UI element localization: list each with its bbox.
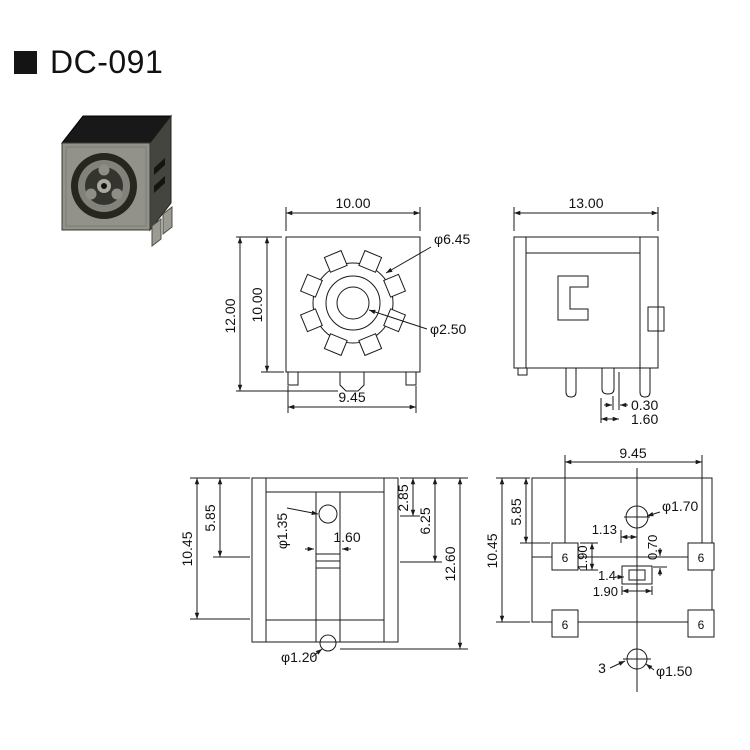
dim-text-front-height-total: 12.00 — [222, 298, 238, 333]
title-bullet-square — [14, 51, 37, 74]
view-footprint: 6 6 6 6 9.45 5.85 — [484, 445, 715, 692]
dim-text-footprint-c: 0.70 — [645, 535, 660, 560]
dim-text-footprint-pad-span: 9.45 — [619, 445, 646, 461]
dim-section-height-total: 12.60 — [340, 478, 468, 650]
connector-photo — [60, 114, 173, 248]
dim-section-offset-b: 6.25 — [400, 478, 442, 563]
label-footprint-pin-number: 3 — [598, 660, 626, 676]
hole-top — [318, 504, 338, 524]
page-title: DC-091 — [50, 44, 164, 80]
dim-text-section-offset-b: 6.25 — [417, 507, 433, 534]
dim-footprint-height: 10.45 — [484, 478, 530, 623]
dim-front-width-bottom: 9.45 — [287, 386, 417, 413]
dim-text-section-dia-hole-bottom: φ1.20 — [281, 649, 318, 665]
solder-pin — [151, 217, 162, 248]
dim-front-height-total: 12.00 — [222, 236, 338, 392]
dim-text-front-height-body: 10.00 — [249, 287, 265, 322]
pad-number-text: 6 — [562, 618, 569, 632]
dim-text-footprint-dia-hole-bottom: φ1.50 — [656, 663, 693, 679]
dim-section-height-mid: 10.45 — [179, 478, 250, 620]
dim-footprint-b: 1.4 — [598, 568, 624, 583]
dim-text-section-slot-width: 1.60 — [333, 529, 360, 545]
mounting-pad: 6 — [551, 542, 579, 571]
dim-footprint-pad-height: 1.90 — [575, 542, 598, 571]
dim-front-height-body: 10.00 — [249, 237, 284, 373]
dim-text-side-depth-top: 13.00 — [568, 195, 603, 211]
mounting-pad: 6 — [687, 609, 715, 638]
dim-front-width-top: 10.00 — [285, 195, 421, 231]
dim-footprint-c: 0.70 — [645, 535, 667, 576]
dim-text-side-pin-width: 1.60 — [631, 411, 658, 427]
label-front-dia-shield: φ6.45 — [385, 231, 471, 274]
view-side: 13.00 0.30 1.60 — [513, 195, 665, 427]
shield-gear-ring — [299, 249, 407, 357]
mounting-pad: 6 — [551, 609, 579, 638]
dim-text-front-width-top: 10.00 — [335, 195, 370, 211]
dim-text-side-pin-offset: 0.30 — [631, 397, 658, 413]
label-front-dia-pin: φ2.50 — [368, 309, 467, 337]
view-section: 5.85 10.45 φ1.35 1.60 2.85 6.25 — [179, 477, 468, 665]
label-section-dia-hole-bottom: φ1.20 — [281, 648, 323, 665]
pad-number-text: 6 — [698, 618, 705, 632]
dim-text-front-width-bottom: 9.45 — [338, 389, 365, 405]
dim-side-depth-top: 13.00 — [513, 195, 659, 231]
dim-text-footprint-pad-width: 1.90 — [593, 584, 618, 599]
dim-footprint-a: 1.13 — [592, 522, 637, 543]
dim-text-section-dia-hole-top: φ1.35 — [274, 513, 290, 550]
solder-pin — [565, 368, 577, 398]
label-footprint-dia-hole-top: φ1.70 — [646, 498, 699, 517]
dim-text-front-dia-pin: φ2.50 — [430, 321, 467, 337]
dim-text-footprint-b: 1.4 — [598, 568, 616, 583]
solder-pin — [162, 205, 173, 236]
label-section-dia-hole-top: φ1.35 — [274, 507, 319, 550]
solder-pin — [639, 368, 651, 398]
dim-text-footprint-offset-top: 5.85 — [508, 498, 524, 525]
dim-text-section-offset-top: 5.85 — [202, 504, 218, 531]
dim-text-footprint-height: 10.45 — [484, 533, 500, 568]
dim-text-footprint-pad-height: 1.90 — [575, 545, 590, 570]
view-front: 10.00 12.00 10.00 9.45 φ6.45 φ2.50 — [222, 195, 471, 413]
hole-bottom — [319, 634, 337, 652]
dim-section-slot-width: 1.60 — [305, 529, 361, 552]
pad-number-text: 6 — [562, 551, 569, 565]
dim-footprint-offset-top: 5.85 — [496, 477, 550, 544]
solder-pin — [601, 368, 615, 395]
title-block: DC-091 — [14, 44, 163, 81]
dim-section-offset-top: 5.85 — [190, 477, 250, 558]
mounting-pad: 6 — [687, 542, 715, 571]
dim-text-section-height-total: 12.60 — [442, 546, 458, 581]
label-footprint-dia-hole-bottom: φ1.50 — [645, 663, 693, 679]
retention-clip — [557, 275, 589, 321]
dim-footprint-pad-span: 9.45 — [564, 445, 703, 543]
dim-side-pin-offset: 0.30 — [604, 372, 658, 413]
pad-number-text: 6 — [698, 551, 705, 565]
dim-text-front-dia-shield: φ6.45 — [434, 231, 471, 247]
center-pin-hole — [336, 286, 370, 320]
dim-footprint-pad-width: 1.90 — [593, 584, 653, 599]
dim-text-section-height-mid: 10.45 — [179, 531, 195, 566]
dim-text-section-offset-a: 2.85 — [395, 484, 411, 511]
dim-text-footprint-dia-hole-top: φ1.70 — [662, 498, 699, 514]
dim-text-footprint-a: 1.13 — [592, 522, 617, 537]
dim-text-footprint-pin-number: 3 — [598, 660, 606, 676]
dim-side-pin-width: 1.60 — [600, 398, 658, 427]
